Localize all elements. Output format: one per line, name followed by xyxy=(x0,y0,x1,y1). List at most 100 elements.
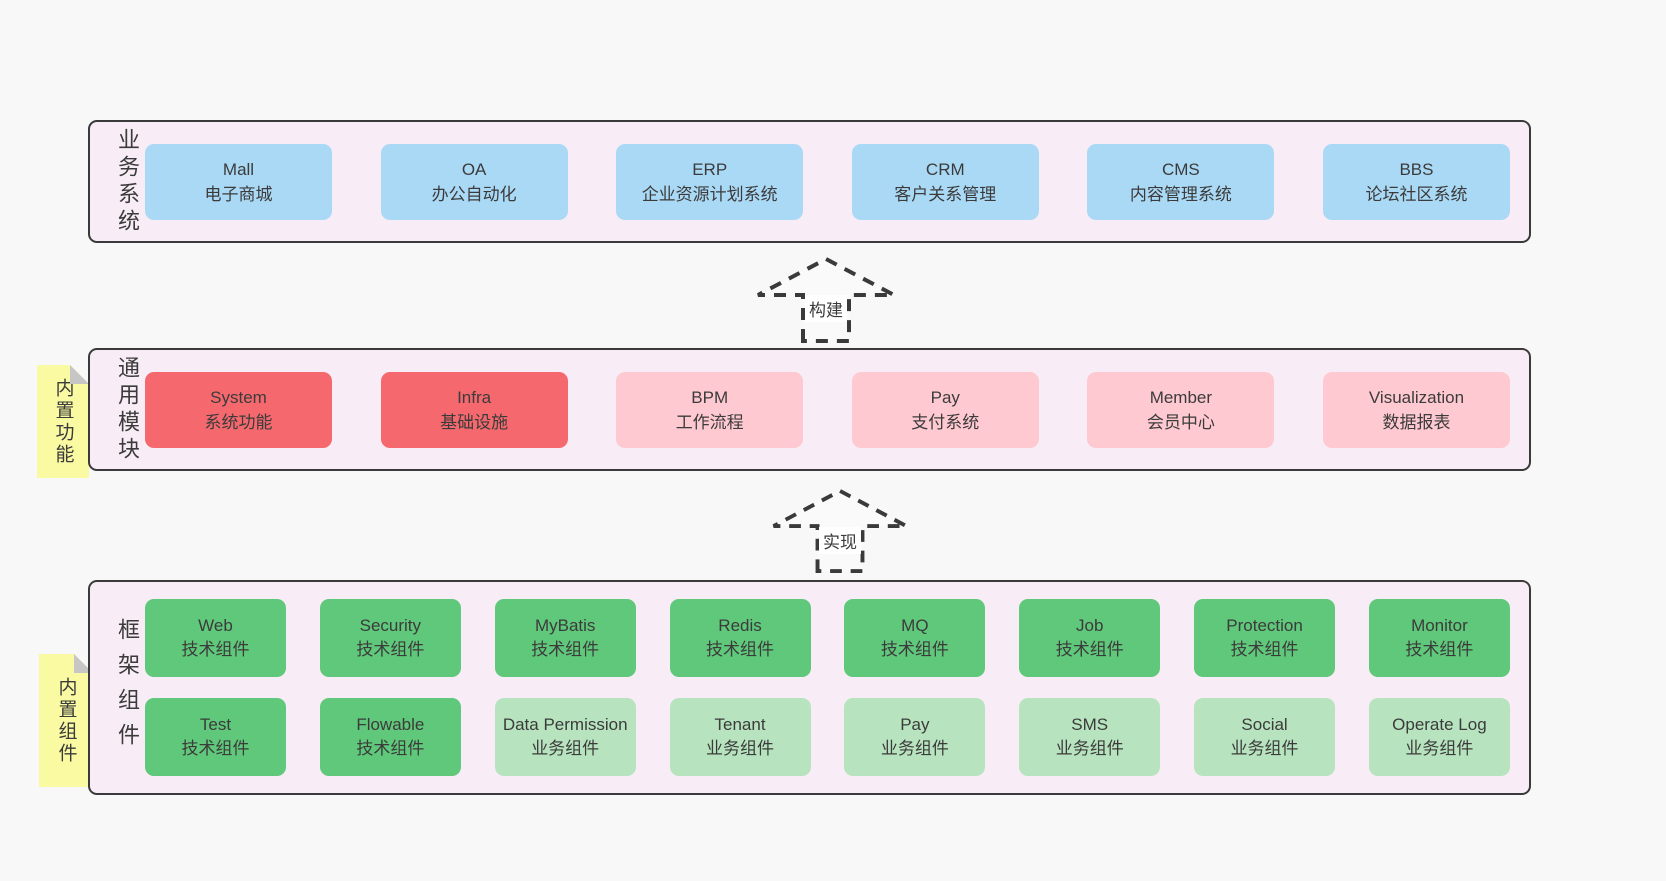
box-flowable: Flowable 技术组件 xyxy=(319,698,461,776)
box-name: ERP xyxy=(692,159,728,179)
box-desc: 基础设施 xyxy=(440,412,509,432)
box-tenant: Tenant 业务组件 xyxy=(669,698,811,776)
box-desc: 技术组件 xyxy=(1230,640,1299,659)
box-oa: OA 办公自动化 xyxy=(380,143,568,220)
box-grid-components: Web 技术组件 Security 技术组件 MyBatis 技术组件 Redi… xyxy=(145,582,1510,793)
box-member: Member 会员中心 xyxy=(1087,371,1275,448)
box-bbs: BBS 论坛社区系统 xyxy=(1322,143,1510,220)
box-name: Tenant xyxy=(714,715,766,734)
box-desc: 技术组件 xyxy=(531,640,600,659)
box-name: CRM xyxy=(925,159,965,179)
box-mall: Mall 电子商城 xyxy=(145,143,332,220)
box-name: Flowable xyxy=(356,715,425,734)
box-desc: 业务组件 xyxy=(1230,739,1299,758)
box-name: Web xyxy=(198,616,233,635)
box-job: Job 技术组件 xyxy=(1019,599,1161,677)
box-name: System xyxy=(210,387,267,407)
arrow-build-label: 构建 xyxy=(805,295,847,322)
section-framework-components: 框架组件 Web 技术组件 Security 技术组件 MyBatis 技术组件… xyxy=(88,580,1531,795)
box-social: Social 业务组件 xyxy=(1194,698,1336,776)
box-desc: 办公自动化 xyxy=(431,184,517,204)
box-sms: SMS 业务组件 xyxy=(1019,698,1161,776)
box-name: OA xyxy=(461,159,487,179)
arrow-implement: 实现 xyxy=(766,487,914,573)
box-name: Job xyxy=(1076,616,1104,635)
box-desc: 系统功能 xyxy=(204,412,273,432)
section-common-modules: 通用模块 System 系统功能 Infra 基础设施 BPM 工作流程 Pay… xyxy=(88,348,1531,471)
box-desc: 客户关系管理 xyxy=(894,184,997,204)
box-visualization: Visualization 数据报表 xyxy=(1322,371,1510,448)
folded-corner-icon xyxy=(70,365,89,384)
box-name: MyBatis xyxy=(534,616,596,635)
box-desc: 技术组件 xyxy=(181,739,250,758)
section-label-business-systems: 业务系统 xyxy=(115,127,140,236)
box-infra: Infra 基础设施 xyxy=(380,371,568,448)
box-web: Web 技术组件 xyxy=(145,599,286,677)
box-desc: 业务组件 xyxy=(706,739,775,758)
section-label-common-modules: 通用模块 xyxy=(115,355,140,464)
box-system: System 系统功能 xyxy=(145,371,332,448)
box-desc: 工作流程 xyxy=(675,412,744,432)
box-desc: 数据报表 xyxy=(1382,412,1451,432)
sticky-note-builtin-components: 内置组件 xyxy=(39,654,93,787)
box-desc: 技术组件 xyxy=(356,739,425,758)
box-name: Monitor xyxy=(1411,616,1468,635)
box-desc: 会员中心 xyxy=(1146,412,1215,432)
box-redis: Redis 技术组件 xyxy=(669,599,811,677)
box-name: SMS xyxy=(1071,715,1109,734)
box-name: Mall xyxy=(222,159,255,179)
box-cms: CMS 内容管理系统 xyxy=(1087,143,1275,220)
box-desc: 技术组件 xyxy=(356,640,425,659)
box-desc: 技术组件 xyxy=(1055,640,1124,659)
box-name: Test xyxy=(199,715,232,734)
sticky-note-builtin-features: 内置功能 xyxy=(37,365,89,478)
box-name: Protection xyxy=(1226,616,1303,635)
box-data-permission: Data Permission 业务组件 xyxy=(494,698,636,776)
box-pay-system: Pay 支付系统 xyxy=(851,371,1039,448)
box-security: Security 技术组件 xyxy=(319,599,461,677)
box-monitor: Monitor 技术组件 xyxy=(1368,599,1510,677)
box-name: MQ xyxy=(901,616,929,635)
box-erp: ERP 企业资源计划系统 xyxy=(616,143,804,220)
box-desc: 技术组件 xyxy=(880,640,949,659)
box-desc: 业务组件 xyxy=(1405,739,1474,758)
section-label-framework-components: 框架组件 xyxy=(115,617,140,758)
box-name: CMS xyxy=(1161,159,1200,179)
box-name: Member xyxy=(1149,387,1213,407)
box-test: Test 技术组件 xyxy=(145,698,286,776)
box-desc: 技术组件 xyxy=(1405,640,1474,659)
box-name: BPM xyxy=(691,387,729,407)
arrow-build: 构建 xyxy=(752,255,900,343)
box-desc: 电子商城 xyxy=(204,184,273,204)
box-name: Operate Log xyxy=(1392,715,1487,734)
box-desc: 企业资源计划系统 xyxy=(641,184,778,204)
box-pay-component: Pay 业务组件 xyxy=(844,698,986,776)
box-desc: 业务组件 xyxy=(880,739,949,758)
box-desc: 内容管理系统 xyxy=(1129,184,1232,204)
box-crm: CRM 客户关系管理 xyxy=(851,143,1039,220)
box-row-modules: System 系统功能 Infra 基础设施 BPM 工作流程 Pay 支付系统… xyxy=(145,350,1510,469)
box-operate-log: Operate Log 业务组件 xyxy=(1368,698,1510,776)
box-name: Infra xyxy=(457,387,492,407)
box-desc: 业务组件 xyxy=(1055,739,1124,758)
box-name: Pay xyxy=(900,715,930,734)
sticky-note-text: 内置组件 xyxy=(55,676,77,765)
box-row-business: Mall 电子商城 OA 办公自动化 ERP 企业资源计划系统 CRM 客户关系… xyxy=(145,122,1510,241)
box-desc: 技术组件 xyxy=(181,640,250,659)
box-desc: 支付系统 xyxy=(911,412,980,432)
box-name: Security xyxy=(359,616,422,635)
box-mq: MQ 技术组件 xyxy=(844,599,986,677)
box-name: BBS xyxy=(1399,159,1434,179)
box-desc: 论坛社区系统 xyxy=(1365,184,1468,204)
box-name: Data Permission xyxy=(502,715,628,734)
arrow-implement-label: 实现 xyxy=(819,527,861,554)
box-mybatis: MyBatis 技术组件 xyxy=(494,599,636,677)
box-desc: 业务组件 xyxy=(531,739,600,758)
box-name: Social xyxy=(1241,715,1288,734)
section-business-systems: 业务系统 Mall 电子商城 OA 办公自动化 ERP 企业资源计划系统 CRM… xyxy=(88,120,1531,243)
box-protection: Protection 技术组件 xyxy=(1194,599,1336,677)
box-desc: 技术组件 xyxy=(706,640,775,659)
box-name: Redis xyxy=(718,616,762,635)
box-name: Pay xyxy=(930,387,960,407)
